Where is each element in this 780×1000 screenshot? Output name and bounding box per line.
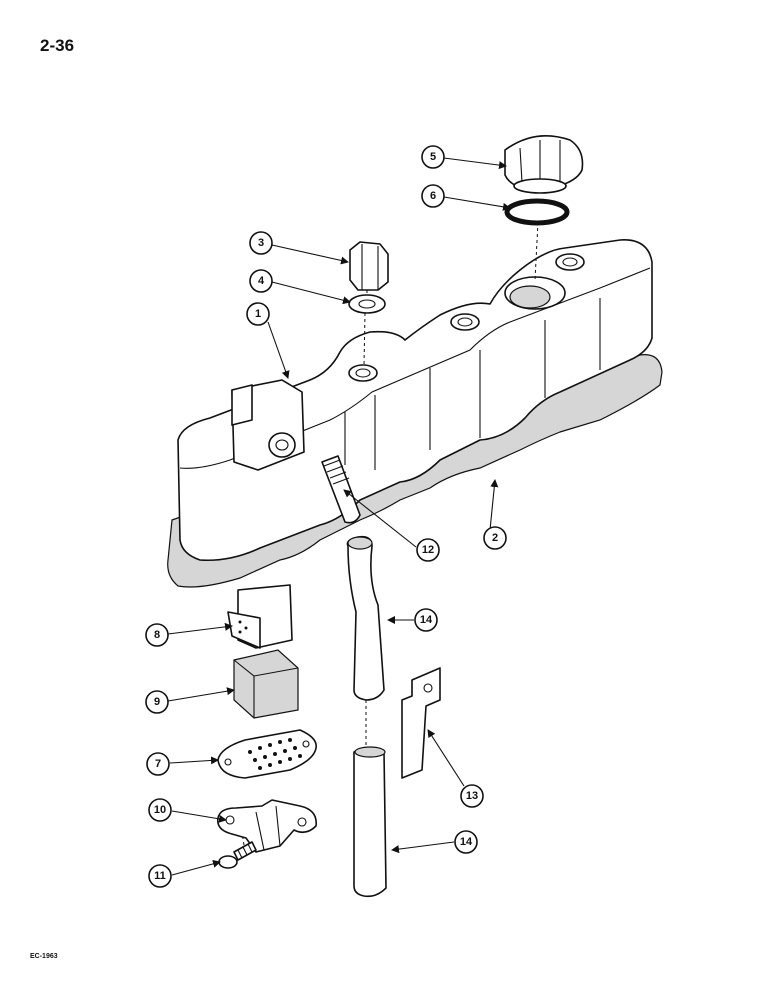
filler-cap <box>504 134 584 194</box>
callout-2: 2 <box>483 526 507 550</box>
svg-text:14: 14 <box>460 836 473 848</box>
baffle-bracket <box>227 584 293 649</box>
sealing-washer <box>348 294 386 314</box>
svg-text:11: 11 <box>154 870 166 882</box>
svg-text:1: 1 <box>255 308 261 320</box>
callout-12: 12 <box>416 538 440 562</box>
callout-13: 13 <box>460 784 484 808</box>
callout-14-lower: 14 <box>454 830 478 854</box>
retaining-plate <box>216 799 317 853</box>
svg-text:13: 13 <box>466 790 478 802</box>
hose-clip <box>401 667 441 779</box>
breather-hose-lower <box>353 746 387 898</box>
svg-text:12: 12 <box>422 544 434 556</box>
breather-hose-upper <box>346 535 385 701</box>
callout-5: 5 <box>421 145 445 169</box>
cover-nut <box>349 241 389 291</box>
svg-text:4: 4 <box>258 275 265 287</box>
svg-text:2: 2 <box>492 532 498 544</box>
drawing-code: EC-1963 <box>30 953 58 960</box>
o-ring <box>504 198 570 226</box>
callout-9: 9 <box>145 690 169 714</box>
valve-cover <box>177 239 653 562</box>
svg-text:8: 8 <box>154 629 160 641</box>
callout-11: 11 <box>148 864 172 888</box>
callout-7: 7 <box>146 752 170 776</box>
svg-text:14: 14 <box>420 614 433 626</box>
svg-text:9: 9 <box>154 696 160 708</box>
callout-6: 6 <box>421 184 445 208</box>
svg-text:7: 7 <box>155 758 161 770</box>
perforated-plate <box>217 729 317 779</box>
breather-stub <box>321 455 361 524</box>
page-number: 2-36 <box>40 36 75 55</box>
svg-text:3: 3 <box>258 237 264 249</box>
callout-14-upper: 14 <box>414 608 438 632</box>
filter-element <box>233 649 299 719</box>
callout-4: 4 <box>249 269 273 293</box>
plate-screw <box>218 841 257 869</box>
svg-text:10: 10 <box>154 804 166 816</box>
callout-1: 1 <box>246 302 270 326</box>
svg-text:6: 6 <box>430 190 436 202</box>
svg-text:5: 5 <box>430 151 436 163</box>
callout-10: 10 <box>148 798 172 822</box>
callout-8: 8 <box>145 623 169 647</box>
callout-3: 3 <box>249 231 273 255</box>
